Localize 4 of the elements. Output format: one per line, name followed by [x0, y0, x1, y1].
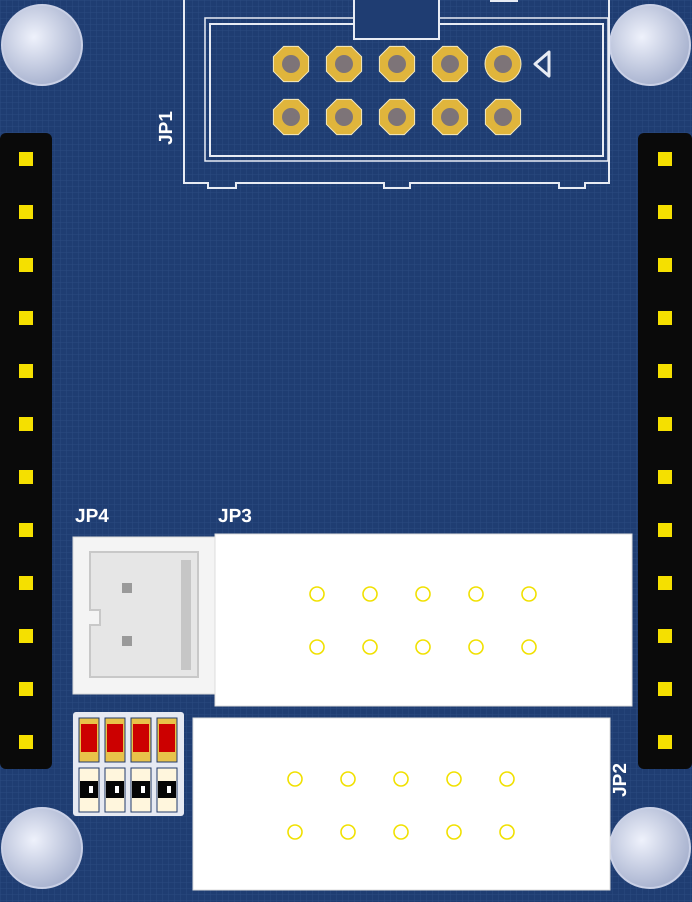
- connector-label: JP4: [75, 507, 109, 527]
- connector-label: JP2: [610, 763, 631, 797]
- connector-label: JP1: [156, 111, 177, 145]
- connector-label: JP3: [218, 507, 252, 527]
